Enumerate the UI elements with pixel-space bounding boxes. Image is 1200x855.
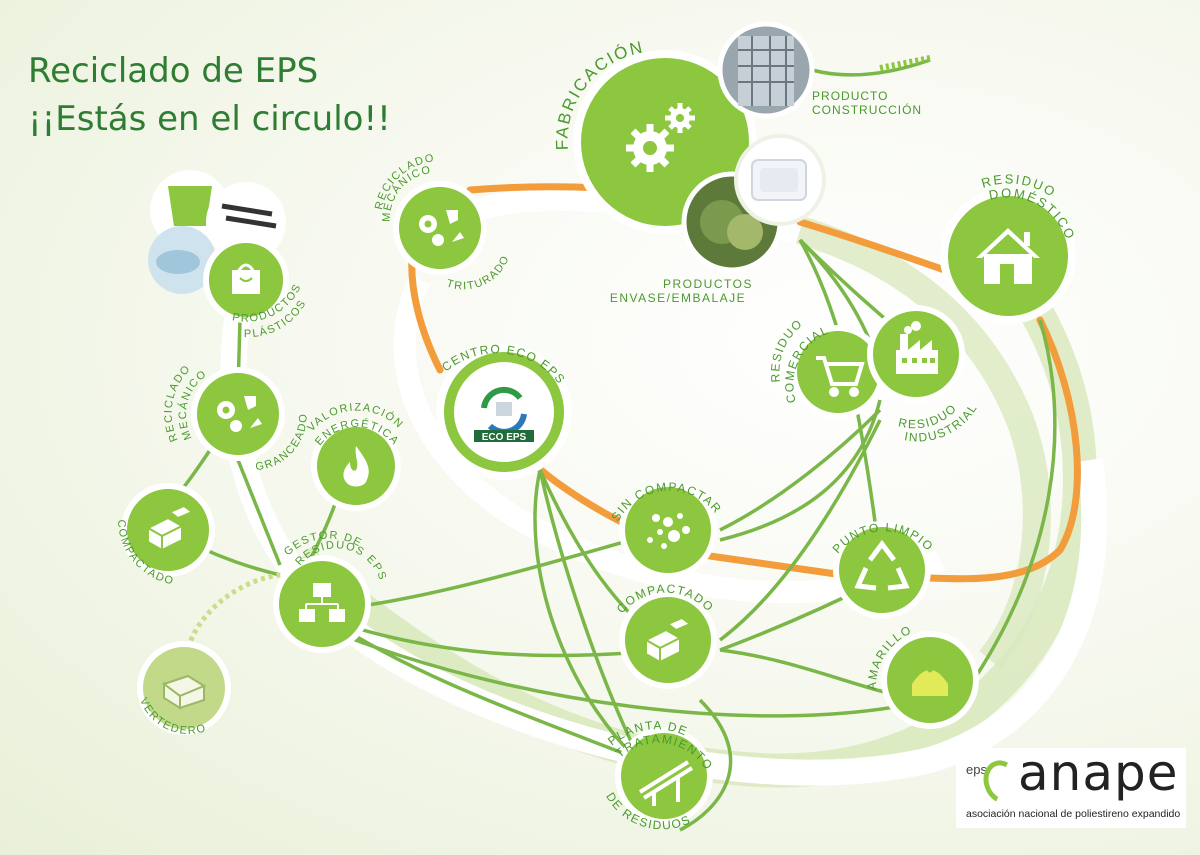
page-title: Reciclado de EPS ¡¡Estás en el circulo!! — [28, 51, 391, 139]
node-residuo-domestico: RESIDUO DOMÉSTICO — [940, 171, 1076, 324]
label-productos-envase-1: PRODUCTOS — [663, 277, 753, 291]
yellow-bin-icon — [912, 670, 948, 696]
label-producto-construccion-1: PRODUCTO — [812, 89, 888, 103]
conveyor-icon — [638, 760, 694, 806]
eco-eps-logo-text: ECO EPS — [482, 432, 527, 443]
title-line1: Reciclado de EPS — [28, 51, 318, 91]
gear-recycle-icon — [419, 210, 464, 246]
recycle-icon — [854, 539, 910, 591]
landfill-icon — [161, 674, 207, 710]
node-gestor-residuos: GESTOR DE RESIDUOS EPS — [273, 529, 387, 653]
node-amarillo: AMARILLO — [865, 622, 979, 729]
gears-icon — [626, 103, 695, 172]
svg-text:PRODUCTO: PRODUCTO — [812, 89, 889, 103]
anape-logo: eps anape asociación nacional de poliest… — [956, 744, 1186, 828]
node-reciclado-mecanico-granceado: RECICLADO MECÁNICO GRANCEADO — [162, 362, 308, 473]
logo-eps-text: eps — [966, 762, 987, 777]
blocks-icon — [643, 616, 692, 664]
node-compactado-center: COMPACTADO — [614, 582, 717, 689]
logo-tagline: asociación nacional de poliestireno expa… — [966, 808, 1181, 820]
gear-recycle-icon — [217, 396, 262, 432]
node-compactado-left: COMPACTADO — [115, 483, 215, 588]
label-productos-envase-2: ENVASE/EMBALAJE — [610, 291, 746, 305]
hierarchy-icon — [299, 583, 345, 622]
node-reciclado-mecanico-triturado: RECICLADO MECÁNICO TRITURADO — [373, 152, 511, 292]
photo-packaging: PRODUCTOS ENVASE/EMBALAJE — [610, 134, 826, 305]
factory-icon — [896, 321, 938, 374]
logo-name: anape — [1018, 744, 1179, 802]
house-icon — [976, 228, 1040, 284]
shopping-bag-icon — [232, 263, 260, 294]
node-valorizacion-energetica: VALORIZACIÓN ENERGÉTICA — [305, 401, 404, 511]
shopping-cart-icon — [816, 356, 865, 397]
node-centro-eco-eps: ECO EPS CENTRO ECO EPS — [436, 342, 572, 480]
eco-eps-logo: ECO EPS — [474, 386, 534, 443]
blocks-icon — [145, 504, 194, 552]
label-producto-construccion-2: CONSTRUCCIÓN — [812, 102, 921, 117]
flame-icon — [343, 446, 369, 487]
vertedero-dashed-line — [185, 572, 281, 649]
node-vertedero: VERTEDERO — [137, 641, 231, 737]
beads-icon — [647, 513, 690, 549]
construction-dashed-end — [879, 55, 931, 71]
svg-text:CONSTRUCCIÓN: CONSTRUCCIÓN — [812, 102, 922, 117]
orange-flow-loop — [408, 183, 1081, 583]
title-line2: ¡¡Estás en el circulo!! — [28, 99, 391, 139]
photo-construction: PRODUCTO CONSTRUCCIÓN — [717, 21, 922, 119]
node-productos-plasticos: PRODUCTOS PLÁSTICOS — [203, 237, 308, 340]
node-planta-tratamiento: PLANTA DE TRATAMIENTO DE RESIDUOS — [603, 718, 714, 832]
node-punto-limpio: PUNTO LIMPIO — [830, 520, 935, 619]
